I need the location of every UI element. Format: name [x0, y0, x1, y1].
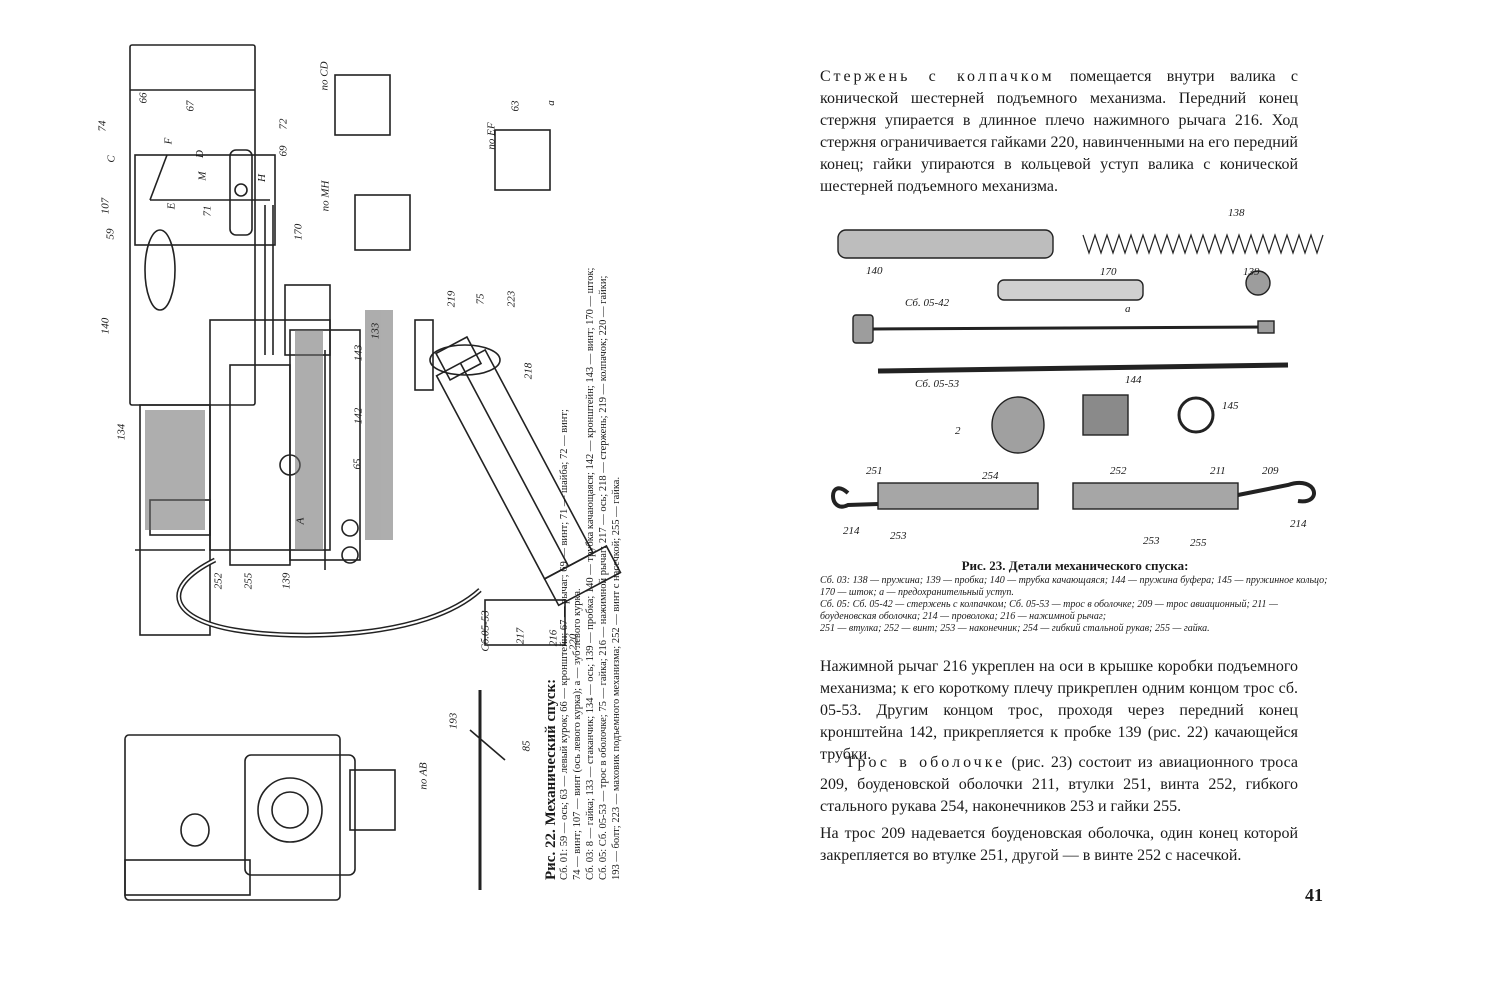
- label-170: 170: [1100, 266, 1117, 278]
- label-219: 219: [445, 290, 458, 308]
- label-f: F: [162, 137, 175, 145]
- figure-22-caption-line: 193 — болт; 223 — маховик подъемного мех…: [611, 476, 622, 880]
- label-133: 133: [369, 322, 382, 340]
- label-139: 139: [1243, 266, 1260, 278]
- paragraph-cable: Трос в оболочке (рис. 23) состоит из ави…: [820, 752, 1298, 818]
- paragraph-sheath: На трос 209 надевается боуденовская обол…: [820, 825, 1298, 864]
- label-m: M: [196, 171, 209, 181]
- label-sb0553: Сб. 05-53: [915, 378, 960, 390]
- label-a: a: [1125, 303, 1131, 315]
- label-71: 71: [201, 205, 214, 217]
- figure-22-caption-title: Рис. 22. Механический спуск:: [543, 678, 559, 880]
- figure-22: [95, 30, 655, 940]
- label-c: C: [105, 155, 118, 163]
- figure-23-caption-title: Рис. 23. Детали механического спуска:: [961, 558, 1189, 573]
- figure-23-drawing: [831, 229, 1324, 510]
- label-253-right: 253: [1143, 535, 1160, 547]
- label-255: 255: [1190, 537, 1207, 549]
- label-253-left: 253: [890, 530, 907, 542]
- label-143: 143: [352, 344, 365, 362]
- label-72: 72: [277, 118, 290, 130]
- figure-22-caption-line: Сб. 01: 59 — ось; 63 — левый курок; 66 —…: [559, 409, 570, 880]
- figure-22-caption-line: 74 — винт; 107 — винт (ось левого курка)…: [572, 588, 583, 880]
- figure-22-drawing: [124, 44, 622, 901]
- label-211: 211: [1210, 465, 1226, 477]
- paragraph-stem-text: помещается внутри валика с конической ше…: [820, 68, 1299, 195]
- label-section-mh: по MH: [319, 180, 332, 212]
- label-254: 254: [982, 470, 999, 482]
- label-75: 75: [474, 293, 487, 305]
- label-2: 2: [955, 425, 961, 437]
- figure-23: [818, 205, 1333, 555]
- figure-22-caption-line: Сб. 03: 8 — гайка; 133 — стаканчик; 134 …: [585, 267, 596, 880]
- label-251: 251: [866, 465, 883, 477]
- label-193: 193: [447, 712, 460, 730]
- figure-23-caption-line: Сб. 03: 138 — пружина; 139 — пробка; 140…: [820, 575, 1328, 598]
- label-section-cd: по CD: [318, 61, 331, 91]
- label-217: 217: [514, 627, 527, 645]
- label-69: 69: [277, 145, 290, 157]
- figure-22-caption: Рис. 22. Механический спуск: Сб. 01: 59 …: [543, 0, 623, 880]
- label-140: 140: [866, 265, 883, 277]
- label-223: 223: [505, 290, 518, 308]
- label-65: 65: [351, 458, 364, 470]
- label-252: 252: [212, 572, 225, 590]
- figure-23-caption: Рис. 23. Детали механического спуска: Сб…: [820, 558, 1330, 635]
- label-218: 218: [522, 362, 535, 380]
- label-67: 67: [184, 100, 197, 112]
- label-214-right: 214: [1290, 518, 1307, 530]
- label-63: 63: [509, 100, 522, 112]
- label-74: 74: [96, 120, 109, 132]
- page-number: 41: [1305, 885, 1323, 905]
- label-170: 170: [292, 223, 305, 241]
- label-cable-0553: Сб.05-53: [479, 610, 492, 652]
- label-section-ef: по EF: [485, 122, 498, 150]
- label-e: E: [165, 202, 178, 210]
- label-255: 255: [242, 572, 255, 590]
- label-a-upper: A: [294, 517, 307, 525]
- label-h: H: [255, 174, 268, 182]
- label-142: 142: [352, 407, 365, 425]
- figure-23-caption-line: 251 — втулка; 252 — винт; 253 — наконечн…: [820, 623, 1210, 634]
- label-66: 66: [137, 92, 150, 104]
- figure-22-caption-line: Сб. 05: Сб. 05-53 — трос в оболочке; 75 …: [598, 275, 609, 880]
- figure-23-caption-line: Сб. 05: Сб. 05-42 — стержень с колпачком…: [820, 599, 1278, 622]
- label-138: 138: [1228, 207, 1245, 219]
- label-85: 85: [520, 740, 533, 752]
- paragraph-stem-heading: Стержень с колпачком: [820, 68, 1055, 85]
- label-209: 209: [1262, 465, 1279, 477]
- label-134: 134: [115, 423, 128, 441]
- paragraph-stem: Стержень с колпачком помещается внутри в…: [820, 66, 1298, 198]
- label-section-ab: по AB: [417, 762, 430, 790]
- label-139: 139: [280, 572, 293, 590]
- paragraph-cable-heading: Трос в оболочке: [845, 754, 1006, 771]
- label-d: D: [193, 150, 206, 158]
- label-107: 107: [99, 197, 112, 215]
- label-sb0542: Сб. 05-42: [905, 297, 950, 309]
- label-59: 59: [104, 228, 117, 240]
- label-144: 144: [1125, 374, 1142, 386]
- paragraph-lever: Нажимной рычаг 216 укреплен на оси в кры…: [820, 658, 1298, 763]
- label-140: 140: [99, 317, 112, 335]
- label-252: 252: [1110, 465, 1127, 477]
- label-145: 145: [1222, 400, 1239, 412]
- label-214-left: 214: [843, 525, 860, 537]
- paragraph-cable-text: (рис. 23) состоит из авиационного троса …: [820, 754, 1298, 815]
